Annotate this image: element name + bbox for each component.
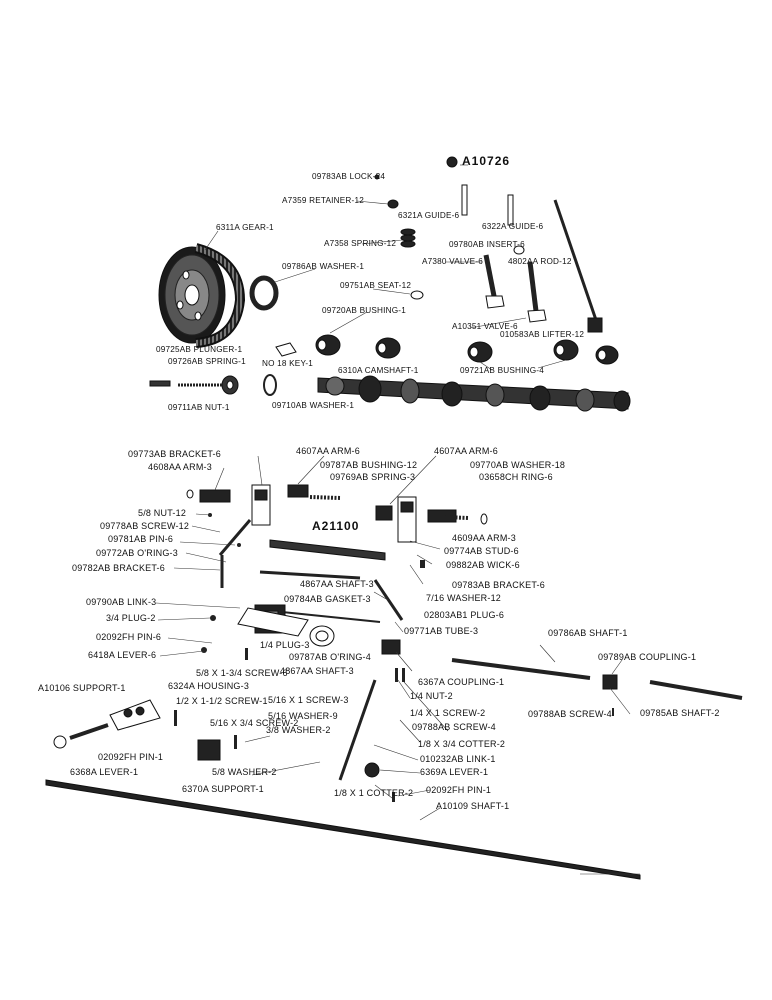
label-guide-a: 6321A GUIDE-6 (398, 211, 460, 220)
label-nut-a: 09711AB NUT-1 (168, 403, 230, 412)
label-arm-a: 4607AA ARM-6 (296, 446, 360, 456)
camshaft-assembly (149, 156, 631, 412)
ref-label-mid: A21100 (312, 519, 360, 533)
camshaft-part (317, 375, 631, 412)
label-ring-a: 03658CH RING-6 (479, 472, 553, 482)
label-lever-c: 6369A LEVER-1 (420, 767, 489, 777)
label-plug-a: 3/4 PLUG-2 (106, 613, 156, 623)
label-bushing-c: 09787AB BUSHING-12 (320, 460, 418, 470)
label-cotter-a: 1/8 X 3/4 COTTER-2 (418, 739, 506, 749)
label-nut-c: 1/4 NUT-2 (410, 691, 453, 701)
main-shaft-part (269, 539, 386, 561)
label-screw-e: 1/4 X 1 SCREW-2 (410, 708, 486, 718)
label-tube: 09771AB TUBE-3 (404, 626, 479, 636)
label-spring-b: 09726AB SPRING-1 (168, 357, 246, 366)
label-washer-g: 5/8 WASHER-2 (212, 767, 277, 777)
lifter-part (587, 317, 603, 333)
label-nut-b: 5/8 NUT-12 (138, 508, 187, 518)
label-shaft-a: 4867AA SHAFT-3 (300, 579, 374, 589)
label-arm-d: 4609AA ARM-3 (452, 533, 516, 543)
label-bracket-b: 09782AB BRACKET-6 (72, 563, 165, 573)
valve-spring-part (400, 228, 416, 248)
label-screw-h: 5/16 X 3/4 SCREW-2 (210, 718, 299, 728)
label-rod: 4802AA ROD-12 (508, 257, 572, 266)
label-link-a: 09790AB LINK-3 (86, 597, 157, 607)
label-washer-c: 09770AB WASHER-18 (470, 460, 566, 470)
label-support-b: 6370A SUPPORT-1 (182, 784, 264, 794)
label-shaft-b: 09786AB SHAFT-1 (548, 628, 628, 638)
label-coupling-a: 09789AB COUPLING-1 (598, 652, 697, 662)
label-screw-c: 1/2 X 1-1/2 SCREW-1 (176, 696, 268, 706)
label-bracket-c: 09783AB BRACKET-6 (452, 580, 545, 590)
label-housing: 6324A HOUSING-3 (168, 681, 250, 691)
label-oring-b: 09787AB O'RING-4 (289, 652, 371, 662)
linkage-assembly (45, 455, 743, 880)
label-lock: 09783AB LOCK-24 (312, 172, 386, 181)
label-washer-b: 09710AB WASHER-1 (272, 401, 355, 410)
label-oring-a: 09772AB O'RING-3 (96, 548, 178, 558)
valves-part (483, 254, 547, 323)
ref-label-top: A10726 (462, 154, 511, 168)
camshaft-washer-part (263, 374, 277, 396)
label-screw-d: 5/16 X 1 SCREW-3 (268, 695, 349, 705)
label-pin-d: 02092FH PIN-1 (426, 785, 492, 795)
label-camshaft: 6310A CAMSHAFT-1 (338, 366, 419, 375)
label-bushing-b: 09721AB BUSHING-4 (460, 366, 544, 375)
label-link-b: 010232AB LINK-1 (420, 754, 496, 764)
label-support-a: A10106 SUPPORT-1 (38, 683, 126, 693)
label-guide-b: 6322A GUIDE-6 (482, 222, 544, 231)
label-washer-e: 5/16 WASHER-9 (268, 711, 338, 721)
label-screw-a: 09778AB SCREW-12 (100, 521, 190, 531)
label-pin-b: 02092FH PIN-6 (96, 632, 162, 642)
label-lifter: 010583AB LIFTER-12 (500, 330, 585, 339)
label-spring-c: 09769AB SPRING-3 (330, 472, 416, 482)
label-pin-a: 09781AB PIN-6 (108, 534, 174, 544)
label-washer-f: 3/8 WASHER-2 (266, 725, 331, 735)
label-pin-c: 02092FH PIN-1 (98, 752, 164, 762)
label-arm-c: 4608AA ARM-3 (148, 462, 212, 472)
push-rod-part (553, 199, 598, 321)
label-cotter-b: 1/8 X 1 COTTER-2 (334, 788, 414, 798)
label-screw-g: 09788AB SCREW-4 (412, 722, 496, 732)
lever-support-part (53, 699, 221, 761)
label-shaft-c: 4867AA SHAFT-3 (280, 666, 354, 676)
label-shaft-e: A10109 SHAFT-1 (436, 801, 510, 811)
label-shaft-d: 09785AB SHAFT-2 (640, 708, 720, 718)
label-valve-a: A7380 VALVE-6 (422, 257, 484, 266)
label-plug-c: 1/4 PLUG-3 (260, 640, 310, 650)
label-gasket: 09784AB GASKET-3 (284, 594, 371, 604)
label-screw-f: 09788AB SCREW-4 (528, 709, 612, 719)
plunger-part (149, 380, 171, 387)
label-gear: 6311A GEAR-1 (216, 223, 274, 232)
guide-part (461, 184, 468, 216)
bottom-shaft-part (45, 779, 641, 880)
label-bracket-a: 09773AB BRACKET-6 (128, 449, 221, 459)
label-washer-a: 09786AB WASHER-1 (282, 262, 365, 271)
label-stud: 09774AB STUD-6 (444, 546, 519, 556)
bushings-part (315, 334, 619, 365)
label-screw-b: 5/8 X 1-3/4 SCREW-6 (196, 668, 288, 678)
label-lever-b: 6368A LEVER-1 (70, 767, 139, 777)
label-valve-b: A10351 VALVE-6 (452, 322, 518, 331)
key-part (275, 342, 297, 357)
label-insert: 09780AB INSERT-6 (449, 240, 525, 249)
label-plug-b: 02803AB1 PLUG-6 (424, 610, 505, 620)
label-coupling-b: 6367A COUPLING-1 (418, 677, 505, 687)
label-bushing-a: 09720AB BUSHING-1 (322, 306, 406, 315)
label-lever-a: 6418A LEVER-6 (88, 650, 157, 660)
label-washer-d: 7/16 WASHER-12 (426, 593, 501, 603)
label-key: NO 18 KEY-1 (262, 359, 314, 368)
bolt-icon (446, 156, 458, 168)
long-shaft-part (451, 658, 591, 680)
label-plunger: 09725AB PLUNGER-1 (156, 345, 243, 354)
washer-part (249, 275, 279, 311)
label-retainer: A7359 RETAINER-12 (282, 196, 364, 205)
label-spring-a: A7358 SPRING-12 (324, 239, 397, 248)
label-seat: 09751AB SEAT-12 (340, 281, 412, 290)
gear-part (158, 243, 246, 348)
label-arm-b: 4607AA ARM-6 (434, 446, 498, 456)
label-wick: 09882AB WICK-6 (446, 560, 520, 570)
